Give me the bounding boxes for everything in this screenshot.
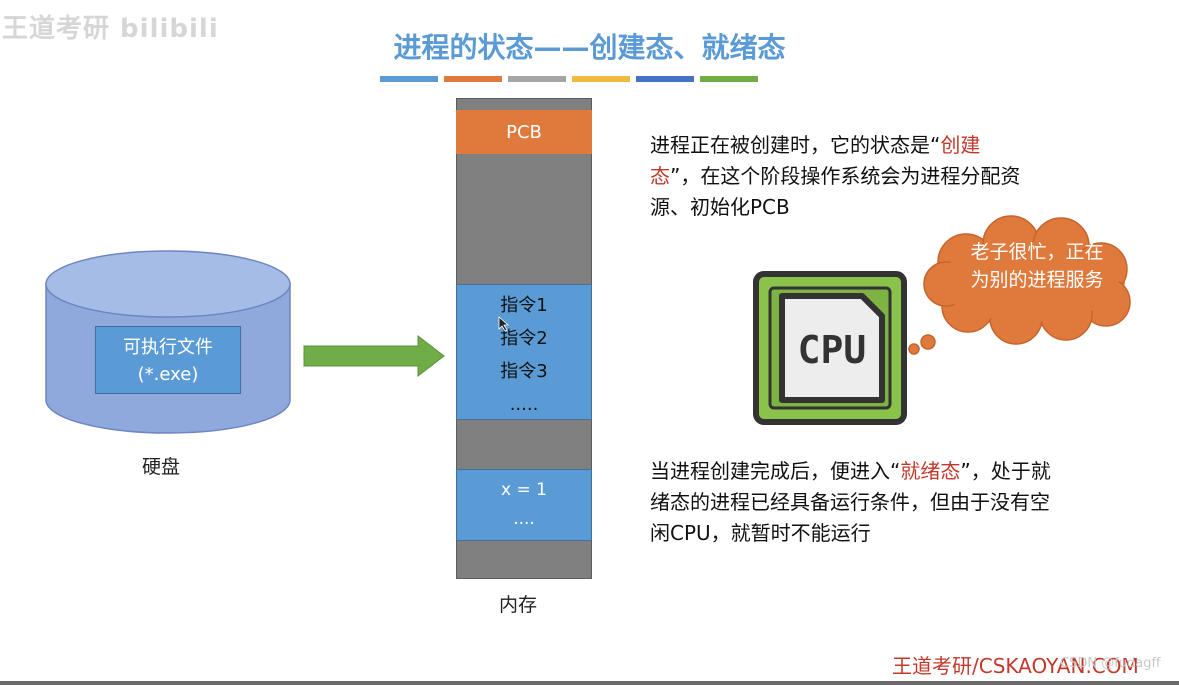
bottom-border <box>0 681 1179 685</box>
title-bar-5 <box>636 76 694 82</box>
ready-state-text: 当进程创建完成后，便进入“就绪态”，处于就绪态的进程已经具备运行条件，但由于没有… <box>650 456 1060 549</box>
create-state-highlight: 创建态 <box>650 133 981 188</box>
data-item: x = 1 <box>501 480 547 500</box>
cpu-chip-icon: CPU <box>753 271 907 425</box>
create-text-part2: ”，在这个阶段操作系统会为进程分配资源、初始化PCB <box>650 164 1021 219</box>
load-arrow-icon <box>303 334 445 378</box>
instruction-item: 指令1 <box>500 295 548 316</box>
memory-label: 内存 <box>499 594 538 616</box>
cpu-thought-text: 老子很忙，正在为别的进程服务 <box>970 241 1104 291</box>
title-bar-1 <box>380 76 438 82</box>
title-bar-6 <box>700 76 758 82</box>
executable-file-label: 可执行文件 <box>123 337 213 358</box>
instruction-item: ..... <box>509 394 539 415</box>
page-title: 进程的状态——创建态、就绪态 <box>393 31 786 64</box>
instruction-block: 指令1 指令2 指令3 ..... <box>456 284 592 420</box>
watermark-text: 王道考研 bilibili <box>2 14 219 44</box>
title-color-bars <box>380 76 758 82</box>
ready-state-highlight: 就绪态 <box>900 459 961 483</box>
title-bar-2 <box>444 76 502 82</box>
ready-text-part2: ”，处于就绪态的进程已经具备运行条件，但由于没有空闲CPU，就暂时不能运行 <box>650 459 1051 545</box>
ready-text-part1: 当进程创建完成后，便进入“ <box>650 459 901 483</box>
create-state-text: 进程正在被创建时，它的状态是“创建态”，在这个阶段操作系统会为进程分配资源、初始… <box>650 130 1030 223</box>
disk-label: 硬盘 <box>142 456 181 478</box>
title-bar-4 <box>572 76 630 82</box>
cpu-chip-label: CPU <box>798 328 867 372</box>
executable-file-box: 可执行文件 (*.exe) <box>95 326 241 394</box>
footer-csdn-watermark: CSDN @fudagff <box>1060 656 1161 671</box>
data-item: .... <box>513 509 535 529</box>
create-text-part1: 进程正在被创建时，它的状态是“ <box>650 133 941 157</box>
executable-file-ext: (*.exe) <box>137 364 199 385</box>
title-bar-3 <box>508 76 566 82</box>
footer-brand: 王道考研/CSKAOYAN.COM <box>892 654 1139 678</box>
instruction-item: 指令2 <box>500 328 548 349</box>
data-block: x = 1 .... <box>456 469 592 541</box>
instruction-item: 指令3 <box>500 361 548 382</box>
pcb-block: PCB <box>456 110 592 154</box>
thought-cloud-icon <box>908 215 1131 355</box>
mouse-cursor-icon <box>498 316 510 332</box>
